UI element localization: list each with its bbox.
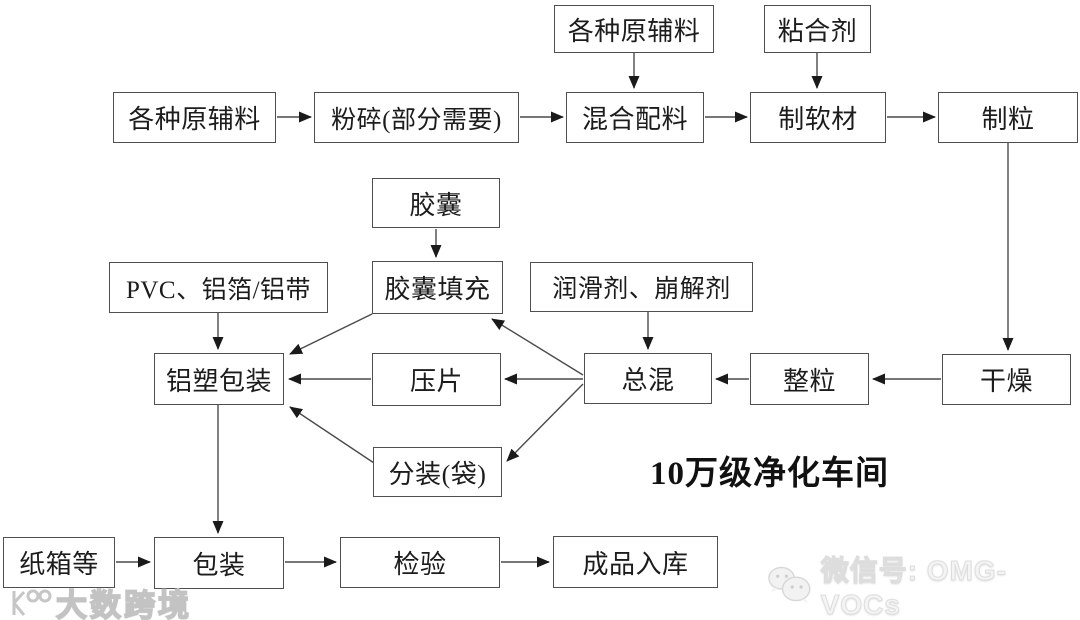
- node-crushing: 粉碎(部分需要): [314, 92, 519, 143]
- arrow: [506, 383, 584, 462]
- arrow: [289, 406, 375, 464]
- watermark-wechat-text: 微信号: OMG-VOCs: [820, 555, 1007, 620]
- node-pvc-foil: PVC、铝箔/铝带: [109, 262, 328, 313]
- watermark-wechat: 微信号: OMG-VOCs: [766, 549, 1080, 620]
- node-warehousing: 成品入库: [553, 536, 718, 588]
- node-capsule-filling: 胶囊填充: [372, 261, 503, 314]
- node-inspection: 检验: [340, 537, 500, 588]
- node-capsule: 胶囊: [372, 178, 500, 228]
- node-lubricant-disintegrant: 润滑剂、崩解剂: [530, 262, 753, 312]
- node-granule-sizing: 整粒: [750, 353, 869, 405]
- arrow: [491, 318, 584, 376]
- node-bag-packing: 分装(袋): [373, 447, 502, 497]
- node-carton: 纸箱等: [3, 537, 115, 588]
- node-blister-packaging: 铝塑包装: [154, 353, 284, 405]
- node-tablet-pressing: 压片: [372, 353, 501, 406]
- node-raw-materials-2: 各种原辅料: [554, 5, 714, 53]
- watermark-brand-text: 大数跨境: [55, 587, 192, 620]
- wechat-icon: [768, 566, 811, 604]
- cleanroom-annotation: 10万级净化车间: [650, 456, 889, 492]
- brand-logo-icon: [12, 589, 52, 616]
- watermark-brand: 大数跨境: [8, 580, 192, 620]
- node-raw-materials-1: 各种原辅料: [113, 92, 276, 143]
- node-final-blending: 总混: [584, 353, 712, 404]
- node-granulation: 制粒: [938, 92, 1078, 143]
- node-drying: 干燥: [942, 354, 1071, 405]
- node-packaging: 包装: [154, 537, 284, 589]
- node-binder: 粘合剂: [764, 5, 871, 53]
- arrow: [289, 313, 373, 355]
- node-soft-material: 制软材: [750, 92, 886, 143]
- node-mixing-ingredients: 混合配料: [566, 92, 704, 143]
